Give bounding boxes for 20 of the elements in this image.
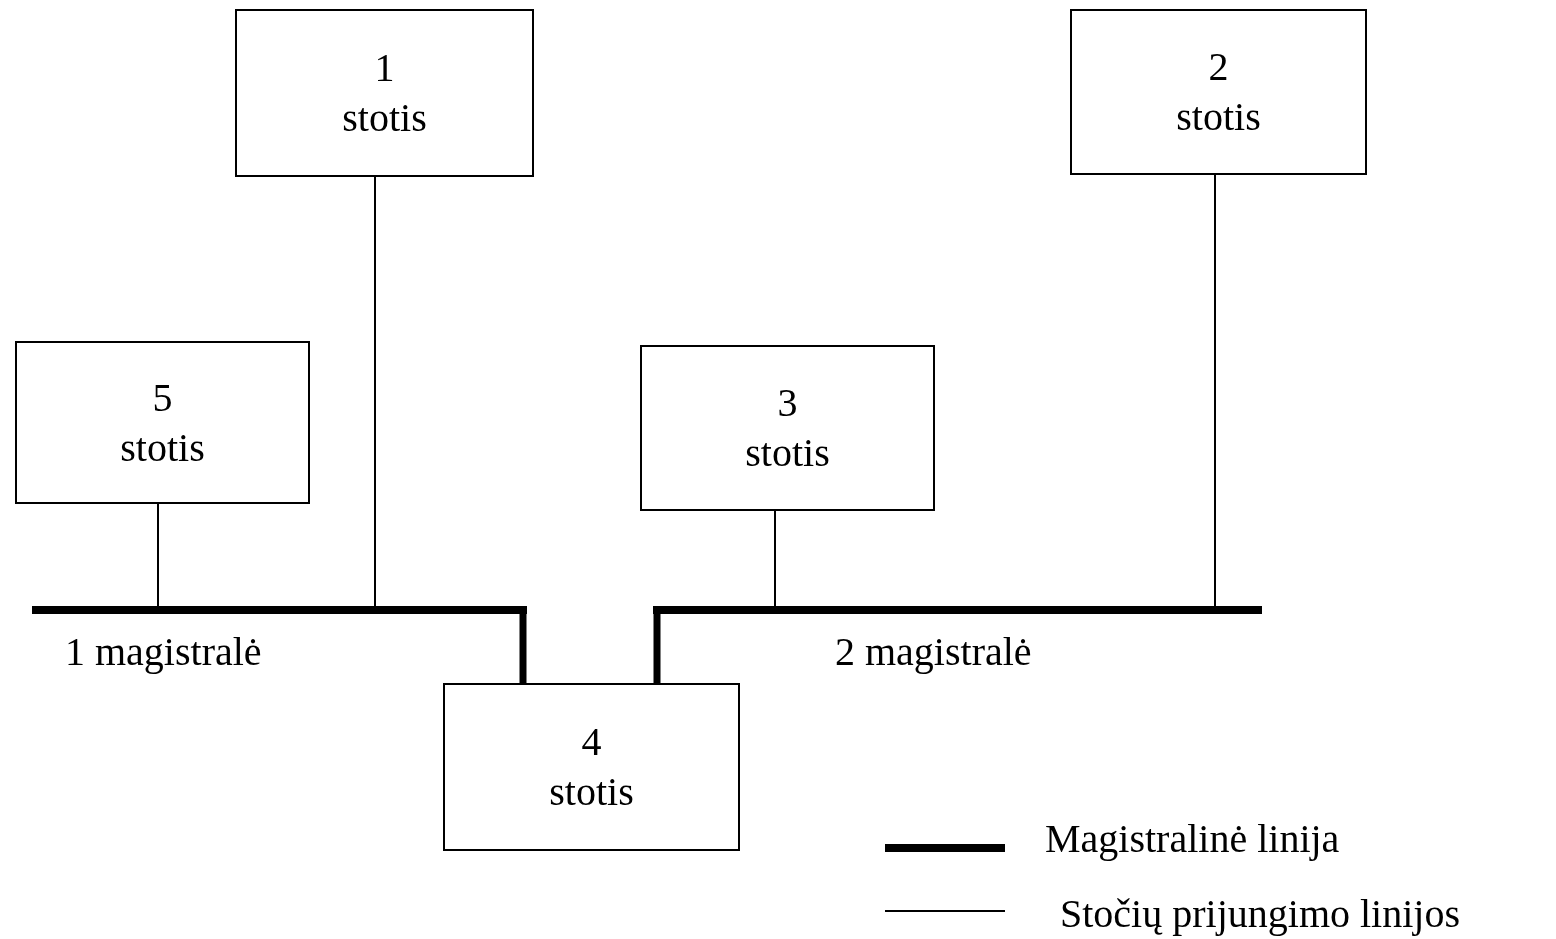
trunk-line-bar	[32, 606, 527, 614]
station-box	[640, 345, 935, 511]
legend-label: Stočių prijungimo linijos	[1060, 890, 1461, 937]
legend-label: Magistralinė linija	[1045, 815, 1340, 862]
station-label: 4 stotis	[549, 718, 634, 816]
line-label: 2 magistralė	[835, 628, 1032, 675]
connection-line	[374, 176, 376, 607]
line-label: 1 magistralė	[65, 628, 262, 675]
connection-line	[1214, 174, 1216, 607]
station-box	[235, 9, 534, 177]
station-label: 3 stotis	[745, 379, 830, 477]
connection-line	[774, 510, 776, 607]
station-label: 5 stotis	[120, 373, 205, 472]
station-box	[443, 683, 740, 851]
station-box	[15, 341, 310, 504]
station-label: 2 stotis	[1176, 43, 1261, 141]
station-label: 1 stotis	[342, 44, 427, 142]
trunk-line-bar	[653, 606, 1262, 614]
station-box	[1070, 9, 1367, 175]
connection-line	[157, 503, 159, 607]
